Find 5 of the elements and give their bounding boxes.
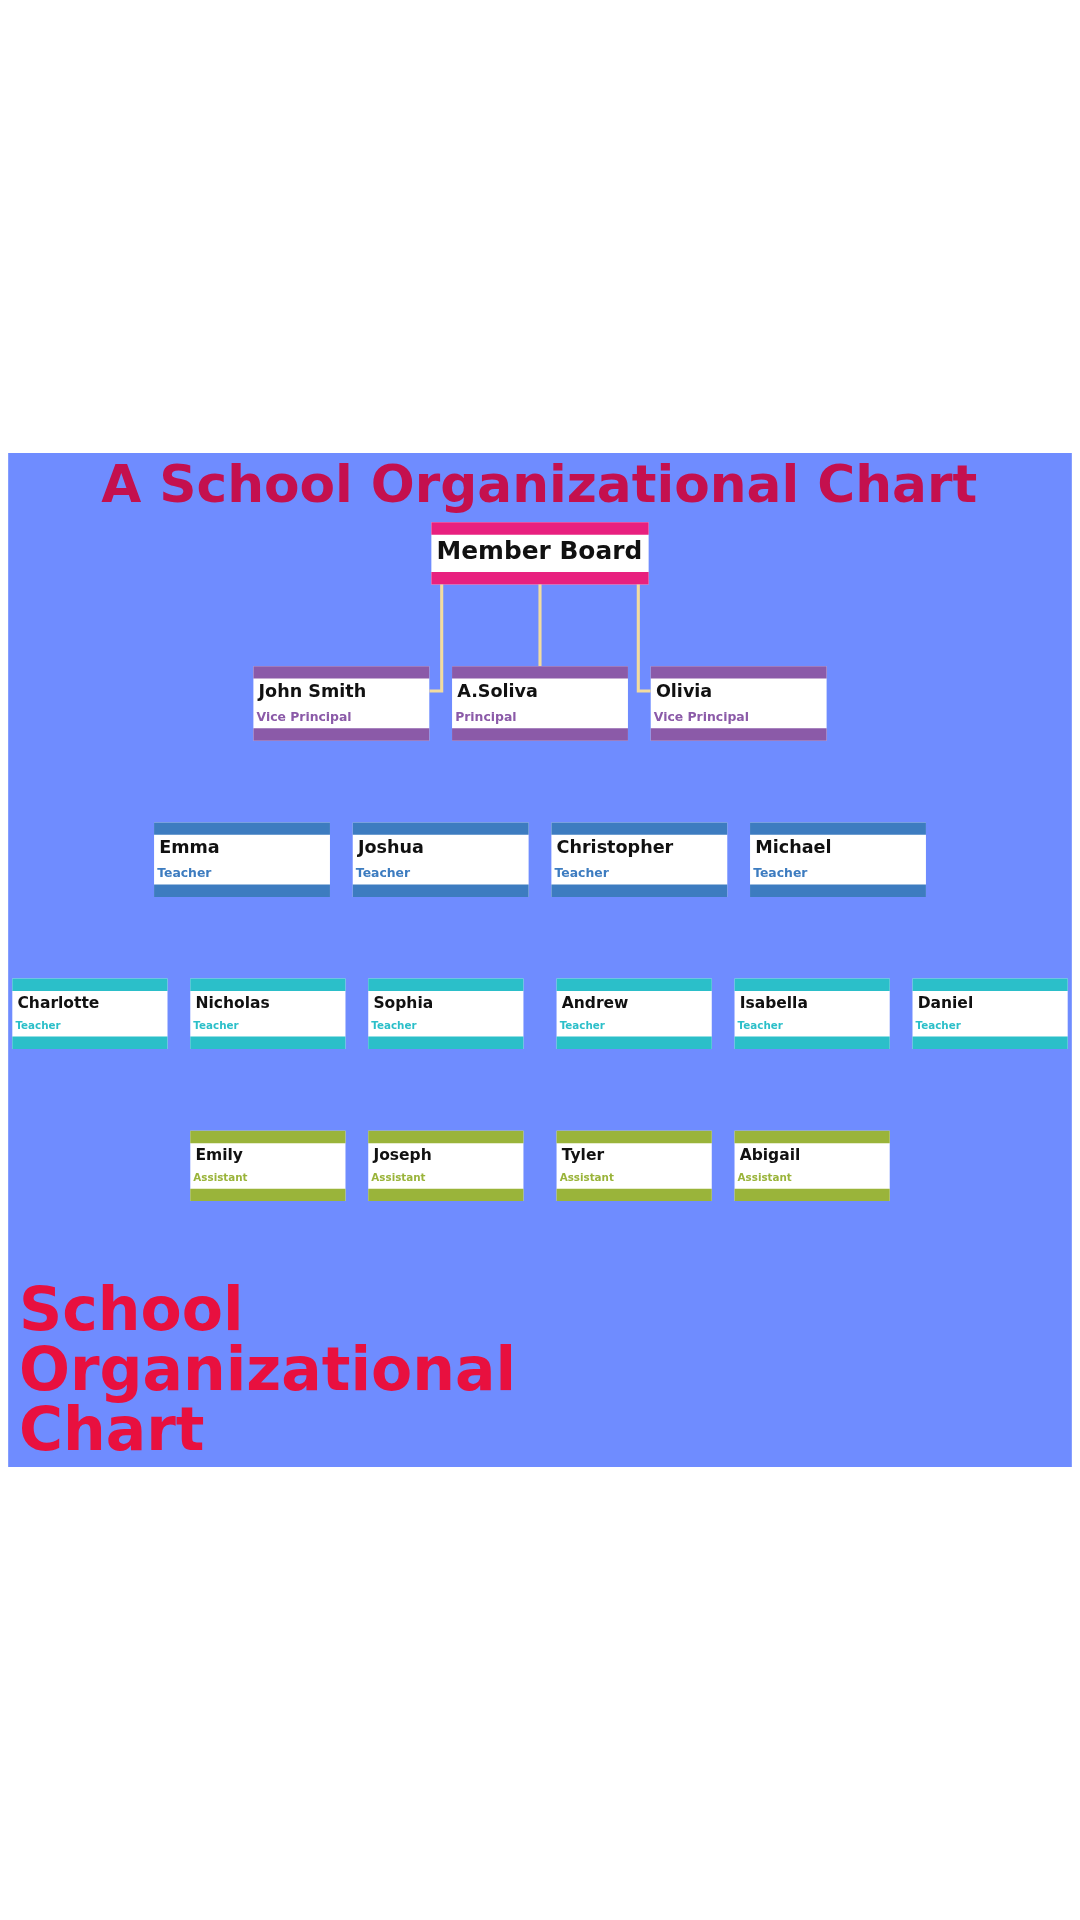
caption: School Organizational Chart [19,1273,516,1464]
connector [429,584,444,693]
connector [636,584,651,693]
connector [538,584,542,666]
diagram-title: A School Organizational Chart [101,453,978,514]
